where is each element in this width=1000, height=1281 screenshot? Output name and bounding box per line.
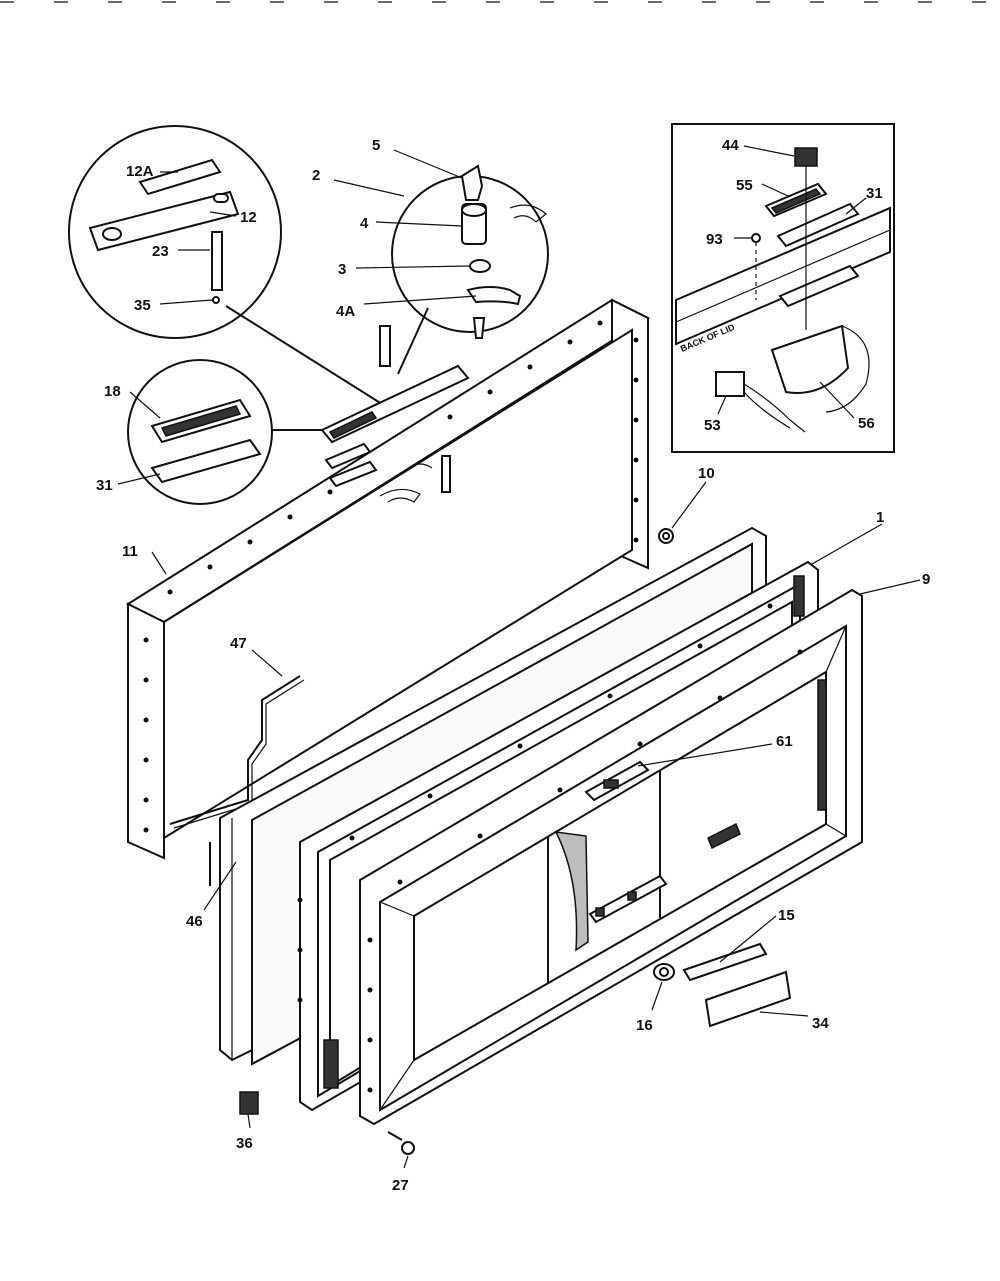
label-31-inset: 31 bbox=[866, 185, 883, 202]
divider-insert bbox=[554, 831, 589, 952]
cam-4a bbox=[466, 286, 522, 306]
label-56: 56 bbox=[858, 415, 875, 432]
label-47: 47 bbox=[230, 635, 247, 652]
label-5: 5 bbox=[372, 137, 380, 154]
label-12: 12 bbox=[240, 209, 257, 226]
label-12a: 12A bbox=[126, 163, 154, 180]
label-10: 10 bbox=[698, 465, 715, 482]
label-4: 4 bbox=[360, 215, 369, 232]
leader-lines bbox=[117, 145, 921, 1169]
heater-wire-47 bbox=[169, 675, 301, 825]
part-labels: 44 55 31 93 53 56 5 2 4 3 4A 12A 12 23 3… bbox=[96, 137, 930, 1194]
lid-frame-screw-holes bbox=[143, 320, 639, 833]
label-53: 53 bbox=[704, 417, 721, 434]
label-55: 55 bbox=[736, 177, 753, 194]
label-93: 93 bbox=[706, 231, 723, 248]
socket-53 bbox=[715, 371, 745, 397]
washer-35 bbox=[212, 296, 220, 304]
detail-circle-lock bbox=[391, 164, 549, 339]
handle-cover-34 bbox=[704, 970, 792, 1028]
switch-44 bbox=[794, 147, 818, 167]
inner-door-panel-9 bbox=[359, 588, 863, 1126]
detail-circle-handle bbox=[127, 359, 273, 505]
label-46: 46 bbox=[186, 913, 203, 930]
label-1: 1 bbox=[876, 509, 884, 526]
label-4a: 4A bbox=[336, 303, 355, 320]
label-3: 3 bbox=[338, 261, 346, 278]
cam-lock-16 bbox=[653, 963, 675, 981]
gasket-31-left bbox=[150, 438, 262, 484]
label-16: 16 bbox=[636, 1017, 653, 1034]
lid-lock-cylinder bbox=[379, 325, 391, 367]
label-34: 34 bbox=[812, 1015, 829, 1032]
label-31: 31 bbox=[96, 477, 113, 494]
detail-circle-hinge bbox=[68, 125, 282, 339]
gasket-31 bbox=[776, 202, 860, 248]
label-9: 9 bbox=[922, 571, 930, 588]
inset-box: BACK OF LID bbox=[671, 123, 895, 453]
key-5 bbox=[460, 164, 484, 201]
handle-strip-15 bbox=[682, 942, 768, 982]
ring-3 bbox=[469, 259, 491, 273]
label-44: 44 bbox=[722, 137, 739, 154]
label-23: 23 bbox=[152, 243, 169, 260]
label-35: 35 bbox=[134, 297, 151, 314]
plug-10 bbox=[658, 528, 674, 544]
label-18: 18 bbox=[104, 383, 121, 400]
screw-93 bbox=[751, 233, 761, 243]
label-27: 27 bbox=[392, 1177, 409, 1194]
clip-36 bbox=[239, 1091, 259, 1115]
label-61: 61 bbox=[776, 733, 793, 750]
leader-circle1 bbox=[225, 305, 383, 405]
strip-12a bbox=[138, 158, 222, 196]
screw-27 bbox=[387, 1131, 415, 1155]
label-36: 36 bbox=[236, 1135, 253, 1152]
label-11: 11 bbox=[122, 543, 138, 560]
light-housing-56 bbox=[770, 324, 850, 394]
strip-cutout bbox=[778, 264, 860, 308]
label-2: 2 bbox=[312, 167, 320, 184]
pin-23 bbox=[211, 231, 223, 291]
lid-frame-11 bbox=[125, 298, 651, 860]
label-15: 15 bbox=[778, 907, 795, 924]
plate-12 bbox=[88, 190, 240, 252]
leader-circle2 bbox=[397, 307, 429, 375]
clip-61 bbox=[707, 822, 741, 850]
